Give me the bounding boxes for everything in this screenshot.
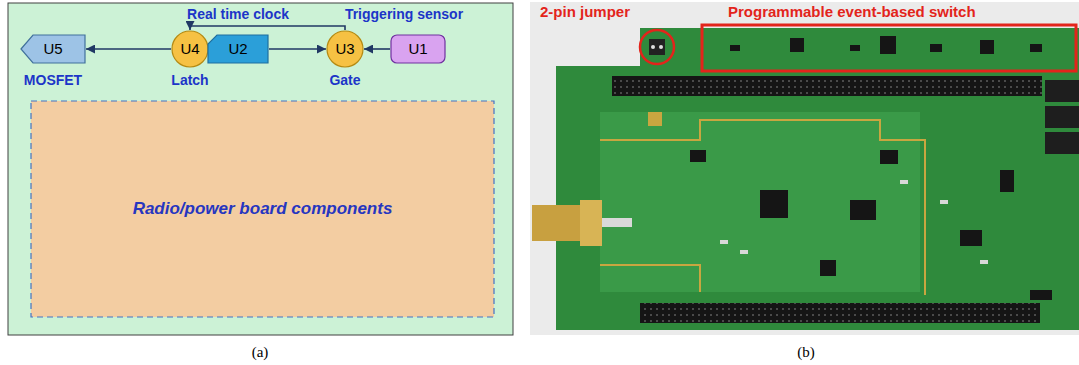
signal-arrow [86, 48, 171, 50]
shape-label: U1 [408, 40, 427, 58]
board-region: Radio/power board components [30, 100, 495, 318]
photo-background [530, 2, 1079, 335]
part-name: Latch [171, 72, 208, 88]
side-connector [1045, 80, 1079, 102]
shape-label: U4 [180, 40, 199, 58]
latch-circle: U4Latch [171, 30, 209, 68]
jumper-block [649, 39, 665, 55]
jumper-pin [651, 45, 655, 49]
callout-label: Programmable event-based switch [728, 3, 976, 21]
passive-part [940, 200, 948, 204]
board-photo [530, 2, 1079, 335]
shape-fill [327, 31, 363, 67]
chip [820, 260, 836, 276]
callout-label: 2-pin jumper [540, 3, 630, 21]
chip [790, 38, 804, 52]
shape-fill [391, 35, 445, 63]
panel-caption: (a) [252, 343, 269, 361]
shape-label: Radio/power board components [133, 199, 393, 219]
part-name: Triggering sensor [345, 6, 463, 22]
chip [930, 44, 942, 52]
chip [880, 36, 896, 54]
gold-trace [600, 265, 700, 292]
signal-arrow [364, 48, 390, 50]
callout-box [702, 25, 1076, 71]
chip [850, 200, 876, 220]
shape-fill [208, 35, 268, 63]
pcb-board [556, 66, 1079, 330]
chip [1030, 44, 1042, 52]
chip [1000, 170, 1014, 192]
shape-label: U2 [228, 40, 247, 58]
chip [880, 150, 898, 164]
signal-arrow [190, 26, 345, 30]
side-connector [1045, 132, 1079, 154]
jumper-pin [659, 45, 663, 49]
shape-fill [172, 31, 208, 67]
panel-ground [8, 3, 513, 335]
sma-connector [532, 205, 582, 241]
chip [980, 40, 994, 54]
passive-part [980, 260, 988, 264]
mosfet-box: U5MOSFET [20, 34, 86, 64]
chip [730, 45, 740, 51]
gold-pad [648, 112, 662, 126]
passive-part [900, 180, 908, 184]
signal-arrow [269, 48, 326, 50]
pin-header [640, 303, 1040, 323]
chip [760, 190, 788, 218]
passive-part [720, 240, 728, 244]
chip [1030, 290, 1052, 300]
clock-box: U2Real time clock [207, 34, 269, 64]
chip [850, 45, 860, 51]
chip [960, 230, 982, 246]
shape-label: U5 [43, 40, 62, 58]
part-name: Real time clock [187, 6, 289, 22]
gold-trace [600, 120, 925, 295]
shape-fill [31, 101, 494, 317]
sensor-box: U1Triggering sensor [390, 34, 446, 64]
pin-header [612, 76, 1042, 96]
panel-caption: (b) [797, 343, 815, 361]
shape-label: U3 [335, 40, 354, 58]
chip [690, 150, 706, 162]
part-name: Gate [329, 72, 360, 88]
shape-fill [21, 35, 85, 63]
passive-part [740, 250, 748, 254]
gate-circle: U3Gate [326, 30, 364, 68]
callout-circle [640, 30, 674, 64]
sma-nut [580, 200, 602, 246]
side-connector [1045, 106, 1079, 128]
sma-pin [602, 218, 632, 227]
part-name: MOSFET [24, 72, 82, 88]
